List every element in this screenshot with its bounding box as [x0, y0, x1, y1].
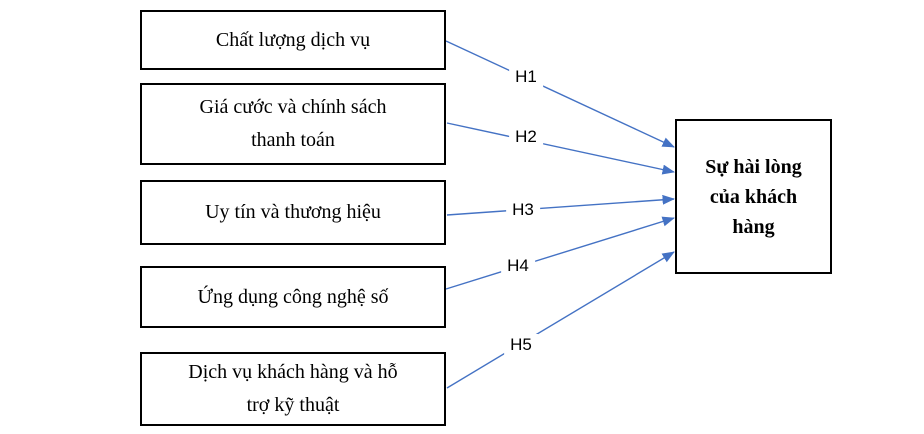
arrow-h4: [445, 216, 675, 290]
factor-label-service-quality: Chất lượng dịch vụ: [215, 28, 371, 51]
hypothesis-label-h4: H4: [501, 255, 535, 277]
outcome-label-customer-satisfaction: Sự hài lòng của khách hàng: [705, 155, 802, 238]
arrow-h2: [446, 122, 675, 175]
hypothesis-label-h3: H3: [506, 199, 540, 221]
factor-label-brand-reputation: Uy tín và thương hiệu: [205, 201, 381, 223]
outcome-box-customer-satisfaction: Sự hài lòng của khách hàng: [675, 119, 832, 274]
arrow-h5: [446, 251, 675, 389]
factor-box-customer-support: Dịch vụ khách hàng và hỗ trợ kỹ thuật: [140, 352, 446, 426]
hypothesis-label-h5: H5: [504, 334, 538, 356]
factor-label-pricing-payment-policy: Giá cước và chính sách thanh toán: [199, 96, 387, 151]
factor-box-digital-technology: Ứng dụng công nghệ số: [140, 266, 446, 328]
factor-box-service-quality: Chất lượng dịch vụ: [140, 10, 446, 70]
hypothesis-label-h2: H2: [509, 126, 543, 148]
factor-box-pricing-payment-policy: Giá cước và chính sách thanh toán: [140, 83, 446, 165]
factor-box-brand-reputation: Uy tín và thương hiệu: [140, 180, 446, 245]
hypothesis-label-h1: H1: [509, 66, 543, 88]
arrow-h1: [445, 40, 675, 148]
arrow-h3: [446, 194, 675, 216]
factor-label-customer-support: Dịch vụ khách hàng và hỗ trợ kỹ thuật: [188, 361, 398, 416]
factor-label-digital-technology: Ứng dụng công nghệ số: [197, 285, 389, 308]
